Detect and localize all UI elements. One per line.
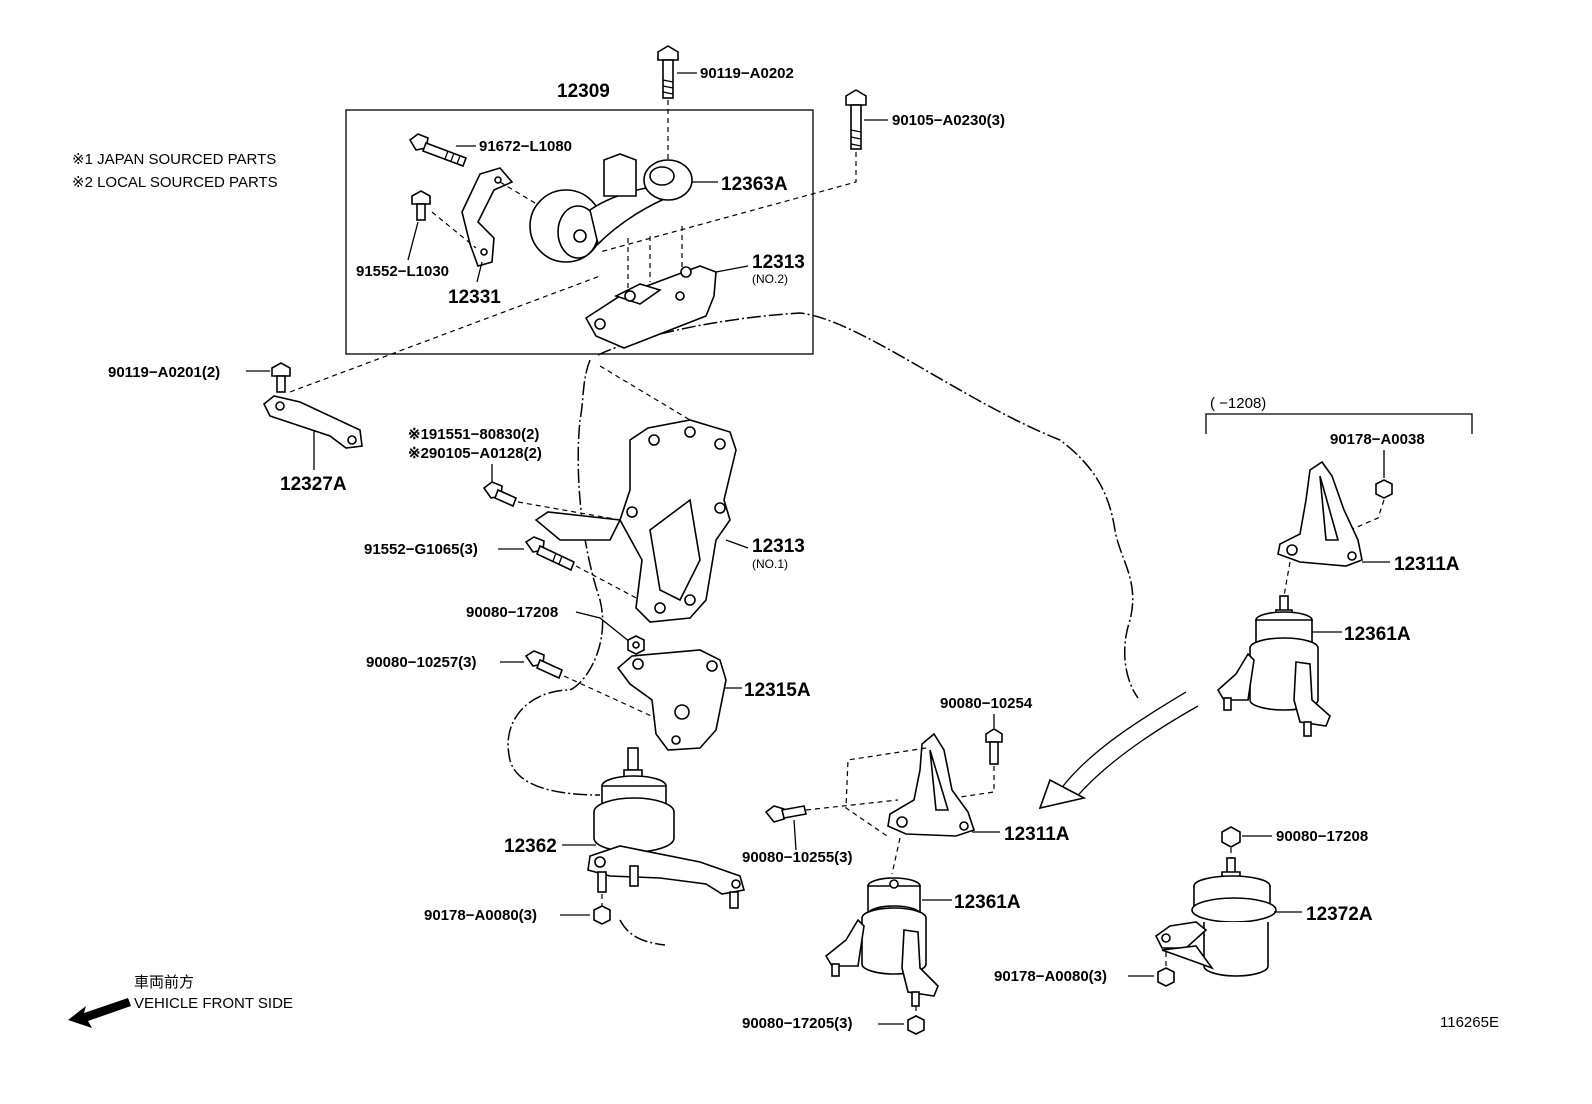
transmission-outline xyxy=(507,359,604,796)
label-90080-10254: 90080−10254 xyxy=(940,695,1033,712)
nut-90080-17208-left-icon xyxy=(627,635,645,655)
direction-arrow-icon xyxy=(1038,691,1199,810)
label-12311a-upper: 12311A xyxy=(1394,554,1460,575)
label-12331: 12331 xyxy=(448,287,501,308)
note-local-sourced: ※2 LOCAL SOURCED PARTS xyxy=(72,174,278,191)
label-90105-a0128: ※290105−A0128(2) xyxy=(408,445,542,462)
bolt-90105-a0230-icon xyxy=(845,89,867,150)
dash-91552-l1030 xyxy=(431,211,477,249)
label-90105-a0230: 90105−A0230(3) xyxy=(892,112,1005,129)
diagram-id: 116265E xyxy=(1440,1014,1499,1031)
label-no1: (NO.1) xyxy=(752,557,788,571)
dash-12313-no2 xyxy=(627,226,683,290)
vehicle-front-jp: 車両前方 xyxy=(134,974,194,991)
range-note: ( −1208) xyxy=(1210,395,1266,412)
dash-90119-a0201 xyxy=(289,275,601,393)
label-12309: 12309 xyxy=(557,81,610,102)
bracket-12311a-lower-icon xyxy=(887,732,976,837)
label-90178-a0080-left: 90178−A0080(3) xyxy=(424,907,537,924)
label-12361a-lower: 12361A xyxy=(954,892,1021,913)
dash-91552-g1065 xyxy=(575,565,641,601)
label-91552-l1030: 91552−L1030 xyxy=(356,263,449,280)
bolt-90080-10254-icon xyxy=(985,728,1003,765)
bolt-90080-10255-icon xyxy=(764,805,807,823)
label-91551-80830: ※191551−80830(2) xyxy=(408,426,539,443)
bracket-12313-no1-icon xyxy=(534,419,737,623)
label-12311a-lower: 12311A xyxy=(1004,824,1070,845)
label-12315a: 12315A xyxy=(744,680,811,701)
bracket-12311a-upper-icon xyxy=(1277,460,1363,567)
label-12313-no2: 12313 xyxy=(752,252,805,273)
leader-90080-10255 xyxy=(793,819,797,851)
bracket-12331-icon xyxy=(461,167,514,267)
label-12362: 12362 xyxy=(504,836,557,857)
dash-12331 xyxy=(499,181,541,207)
label-12372a: 12372A xyxy=(1306,904,1373,925)
bolt-90119-a0202-icon xyxy=(657,45,679,99)
dash-90080-10255 xyxy=(805,799,899,811)
label-90080-17205: 90080−17205(3) xyxy=(742,1015,853,1032)
bolt-91552-g1065-icon xyxy=(524,536,576,572)
note-japan-sourced: ※1 JAPAN SOURCED PARTS xyxy=(72,151,276,168)
label-no2: (NO.2) xyxy=(752,272,788,286)
range-bracket xyxy=(1205,413,1473,434)
leader-12313-no2 xyxy=(715,265,749,273)
nut-90080-17205-icon xyxy=(907,1015,925,1035)
plate-12327a-icon xyxy=(262,395,363,449)
leader-12331 xyxy=(476,261,483,283)
torque-rod-12363a-icon xyxy=(529,153,693,263)
dash-12311a-lower xyxy=(845,747,927,839)
vehicle-front-en: VEHICLE FRONT SIDE xyxy=(134,995,293,1012)
label-12361a-upper: 12361A xyxy=(1344,624,1411,645)
vehicle-front-arrow-icon xyxy=(68,998,131,1028)
label-90178-a0038: 90178−A0038 xyxy=(1330,431,1425,448)
leader-91552-l1030 xyxy=(407,221,419,261)
label-12313-no1: 12313 xyxy=(752,536,805,557)
nut-90178-a0080-left-icon xyxy=(593,905,611,925)
nut-90178-a0080-right-icon xyxy=(1157,967,1175,987)
dash-12361a-lower xyxy=(891,837,901,875)
bolt-91672-l1080-icon xyxy=(408,133,468,168)
bracket-12313-no2-icon xyxy=(584,265,717,349)
dash-90105-a0230 xyxy=(599,152,857,253)
nut-90080-17208-right-icon xyxy=(1221,826,1241,848)
mount-12361a-lower-icon xyxy=(824,877,939,1007)
leader-12313-no1 xyxy=(725,539,749,549)
bolt-91552-l1030-icon xyxy=(411,190,431,221)
label-90080-10255: 90080−10255(3) xyxy=(742,849,853,866)
bolt-90105-a0128-icon xyxy=(482,481,518,508)
bolt-90119-a0201-icon xyxy=(271,362,291,393)
label-90178-a0080-right: 90178−A0080(3) xyxy=(994,968,1107,985)
label-91672-l1080: 91672−L1080 xyxy=(479,138,572,155)
dash-12311a-upper xyxy=(1283,561,1291,597)
bolt-90080-10257-icon xyxy=(524,650,564,680)
label-12363a: 12363A xyxy=(721,174,788,195)
mount-12362-icon xyxy=(587,747,746,909)
leader-90080-17208-left xyxy=(575,611,631,643)
group-box-12309 xyxy=(345,109,814,355)
mount-12361a-upper-icon xyxy=(1216,595,1331,737)
label-12327a: 12327A xyxy=(280,474,347,495)
label-90080-17208-right: 90080−17208 xyxy=(1276,828,1368,845)
transmission-bottom-outline xyxy=(619,919,666,946)
mount-12372a-icon xyxy=(1154,857,1277,977)
nut-90178-a0038-icon xyxy=(1375,479,1393,499)
label-90119-a0202: 90119−A0202 xyxy=(700,65,794,82)
dash-12313-no1 xyxy=(599,365,691,421)
label-90119-a0201: 90119−A0201(2) xyxy=(108,364,220,381)
label-91552-g1065: 91552−G1065(3) xyxy=(364,541,478,558)
label-90080-10257: 90080−10257(3) xyxy=(366,654,477,671)
engine-outline xyxy=(597,312,1139,699)
label-90080-17208-left: 90080−17208 xyxy=(466,604,558,621)
bracket-12315a-icon xyxy=(616,649,727,751)
